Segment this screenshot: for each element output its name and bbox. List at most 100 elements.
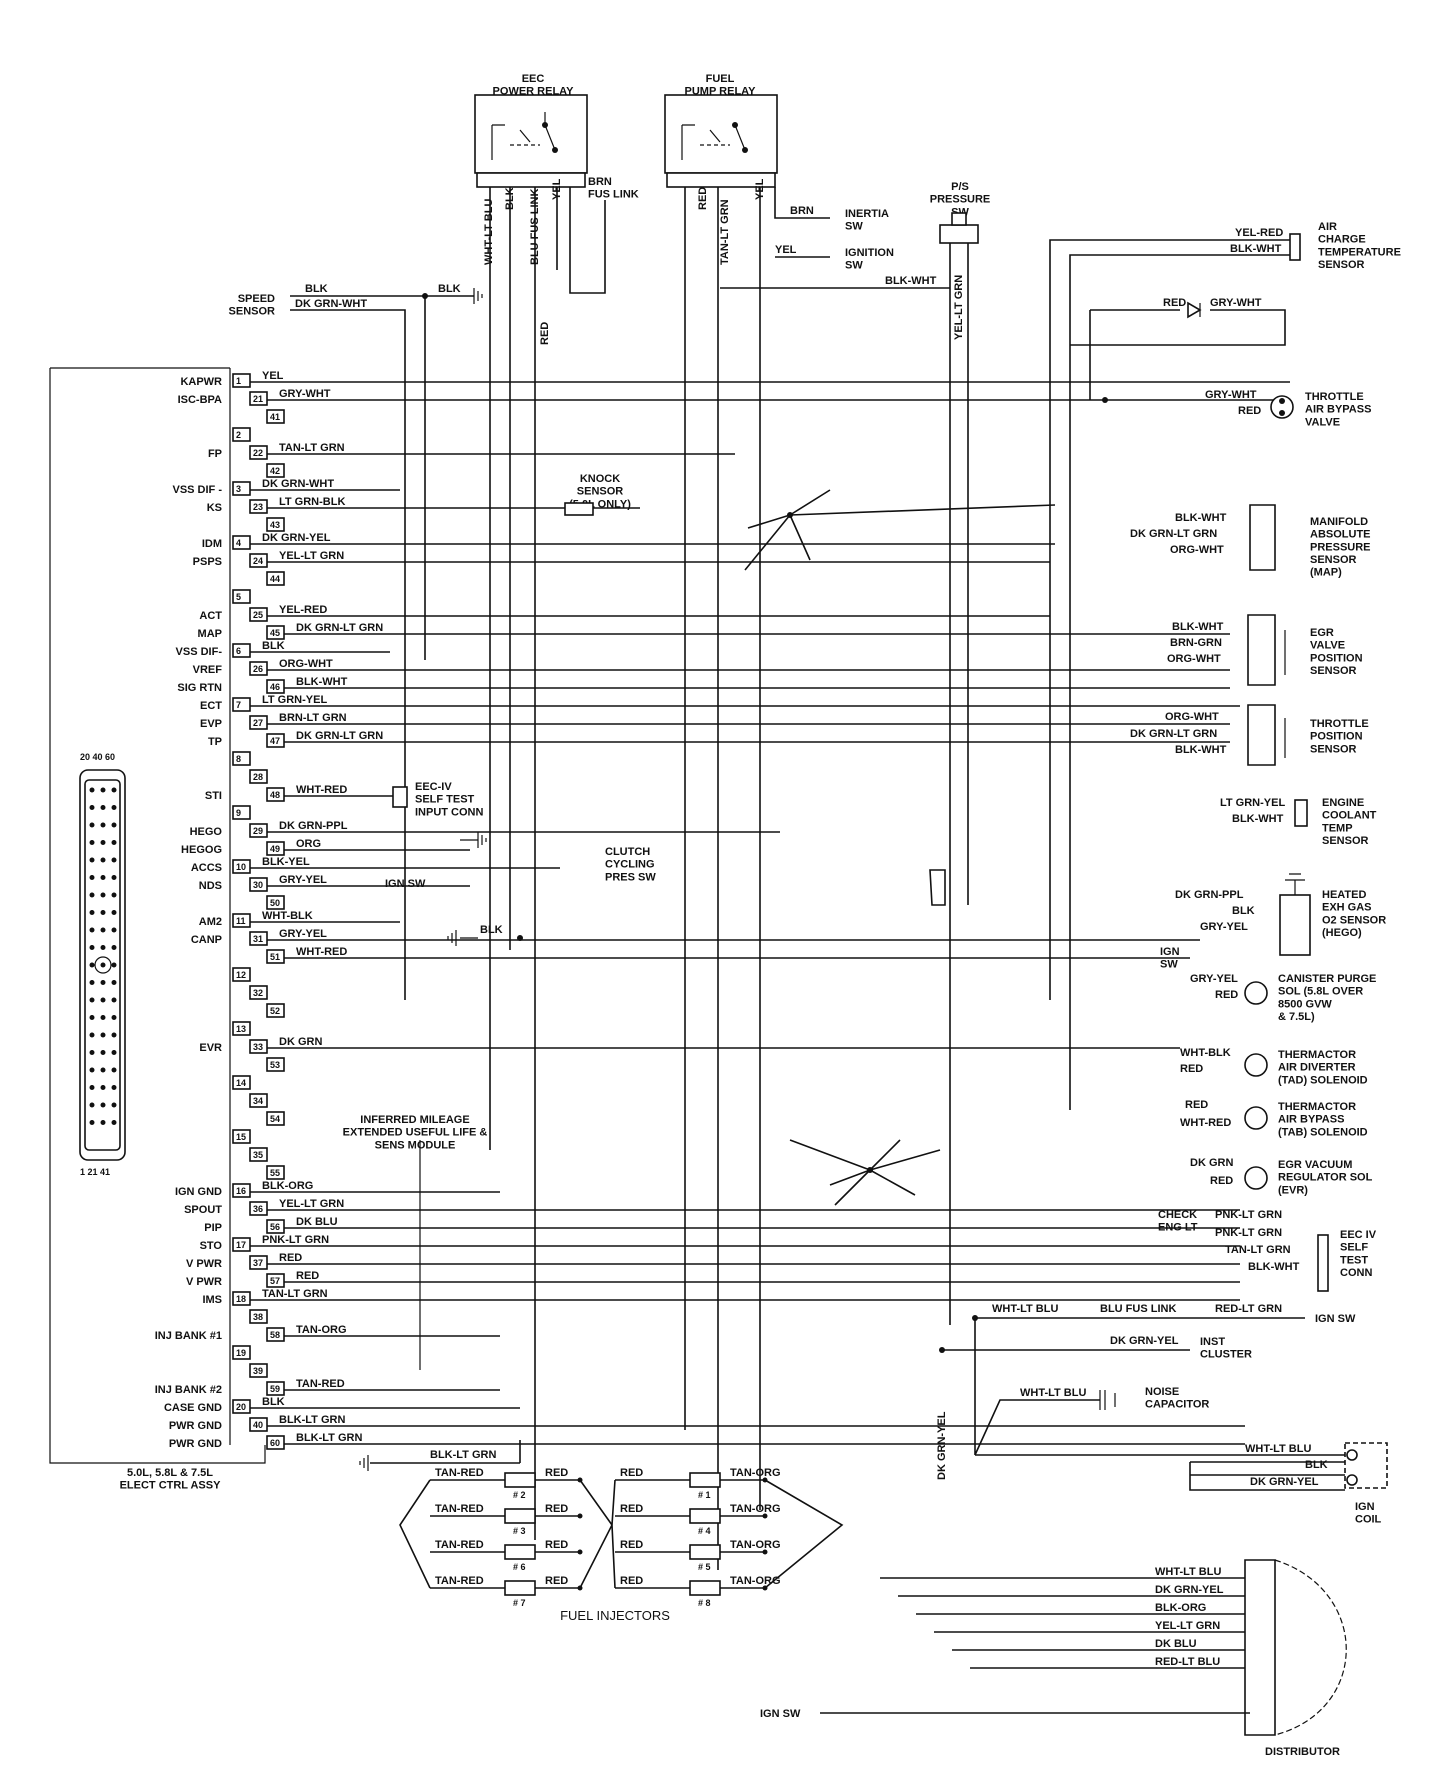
svg-text:WHT-LT BLU: WHT-LT BLU — [992, 1303, 1058, 1315]
dist-ign-sw: IGN SW — [760, 1708, 801, 1720]
pin-50: 50 — [270, 898, 280, 908]
svg-text:DK GRN-LT GRN: DK GRN-LT GRN — [1130, 528, 1217, 540]
pin-label-40: PWR GND — [169, 1420, 222, 1432]
ign-sw-30: IGN SW — [385, 878, 426, 890]
pin-label-20: CASE GND — [164, 1402, 222, 1414]
injector-out-wire: TAN-ORG — [730, 1575, 781, 1587]
pin-37: 37 — [253, 1258, 263, 1268]
svg-text:DK GRN-LT GRN: DK GRN-LT GRN — [1130, 728, 1217, 740]
pin-label-56: PIP — [204, 1222, 222, 1234]
pin-13: 13 — [236, 1024, 246, 1034]
svg-text:RED: RED — [1210, 1175, 1233, 1187]
eec-wire-3: BLU FUS LINK — [529, 189, 541, 265]
pin-wire-40: BLK-LT GRN — [279, 1414, 345, 1426]
svg-text:YEL-RED: YEL-RED — [1235, 227, 1283, 239]
eec-wire-4: YEL — [551, 178, 563, 200]
injector-number: # 4 — [698, 1526, 711, 1536]
pin-wire-56: DK BLU — [296, 1216, 338, 1228]
splice-points — [744, 489, 1056, 1206]
pin-36: 36 — [253, 1204, 263, 1214]
pin-wire-29: DK GRN-PPL — [279, 820, 348, 832]
injector-number: # 2 — [513, 1490, 526, 1500]
dist-wire-3: YEL-LT GRN — [1155, 1620, 1220, 1632]
eec-wire-2: BLK — [504, 187, 516, 210]
injector-out-wire: RED — [545, 1467, 568, 1479]
diode-circuit: RED GRY-WHT — [1070, 297, 1286, 400]
pin-wire-17: PNK-LT GRN — [262, 1234, 329, 1246]
pin-59: 59 — [270, 1384, 280, 1394]
pin-19: 19 — [236, 1348, 246, 1358]
svg-text:RED-LT GRN: RED-LT GRN — [1215, 1303, 1282, 1315]
pin-wire-24: YEL-LT GRN — [279, 550, 344, 562]
injector-out-wire: TAN-ORG — [730, 1539, 781, 1551]
pin-wire-47: DK GRN-LT GRN — [296, 730, 383, 742]
svg-text:RED: RED — [1215, 989, 1238, 1001]
pin-label-36: SPOUT — [184, 1204, 222, 1216]
injector-out-wire: RED — [545, 1539, 568, 1551]
pin-30: 30 — [253, 880, 263, 890]
pin-wire-22: TAN-LT GRN — [279, 442, 345, 454]
pin-label-58: INJ BANK #1 — [155, 1330, 222, 1342]
pin-wire-30: GRY-YEL — [279, 874, 327, 886]
pin-wire-33: DK GRN — [279, 1036, 322, 1048]
pin-wire-45: DK GRN-LT GRN — [296, 622, 383, 634]
pin-label-11: AM2 — [199, 916, 222, 928]
svg-text:GRY-WHT: GRY-WHT — [1205, 389, 1257, 401]
fuel-wire-3: YEL — [754, 178, 766, 200]
pin-wire-60: BLK-LT GRN — [296, 1432, 362, 1444]
svg-text:DK GRN-YEL: DK GRN-YEL — [1110, 1335, 1179, 1347]
pin-15: 15 — [236, 1132, 246, 1142]
pin-wire-4: DK GRN-YEL — [262, 532, 331, 544]
pin-49: 49 — [270, 844, 280, 854]
pin-9: 9 — [236, 808, 241, 818]
dist-wire-1: DK GRN-YEL — [1155, 1584, 1224, 1596]
pin-label-29: HEGO — [190, 826, 223, 838]
power-ign-sw: IGN SW — [1315, 1313, 1356, 1325]
svg-text:DK GRN-YEL: DK GRN-YEL — [1250, 1476, 1319, 1488]
injector-in-wire: RED — [620, 1467, 643, 1479]
pin-label-33: EVR — [199, 1042, 222, 1054]
pin-43: 43 — [270, 520, 280, 530]
pin-label-10: ACCS — [191, 862, 222, 874]
svg-text:GRY-YEL: GRY-YEL — [1190, 973, 1238, 985]
speed-w3: BLK — [438, 283, 461, 295]
pin-wire-11: WHT-BLK — [262, 910, 313, 922]
pin-label-25: ACT — [199, 610, 222, 622]
dist-wire-4: DK BLU — [1155, 1638, 1197, 1650]
pin-32: 32 — [253, 988, 263, 998]
pin-18: 18 — [236, 1294, 246, 1304]
injector-number: # 1 — [698, 1490, 711, 1500]
pin-45: 45 — [270, 628, 280, 638]
svg-text:PNK-LT GRN: PNK-LT GRN — [1215, 1227, 1282, 1239]
svg-text:BLK: BLK — [1232, 905, 1255, 917]
pin-label-60: PWR GND — [169, 1438, 222, 1450]
fuel-wire-1: RED — [697, 187, 709, 210]
blk-31: BLK — [480, 924, 503, 936]
svg-text:BLK: BLK — [1305, 1459, 1328, 1471]
pin-54: 54 — [270, 1114, 280, 1124]
svg-text:GRY-YEL: GRY-YEL — [1200, 921, 1248, 933]
pin-wire-37: RED — [279, 1252, 302, 1264]
pin-58: 58 — [270, 1330, 280, 1340]
brn-wire: BRN — [790, 205, 814, 217]
svg-text:ORG-WHT: ORG-WHT — [1167, 653, 1221, 665]
svg-text:WHT-RED: WHT-RED — [1180, 1117, 1231, 1129]
pin-17: 17 — [236, 1240, 246, 1250]
svg-text:RED: RED — [1180, 1063, 1203, 1075]
